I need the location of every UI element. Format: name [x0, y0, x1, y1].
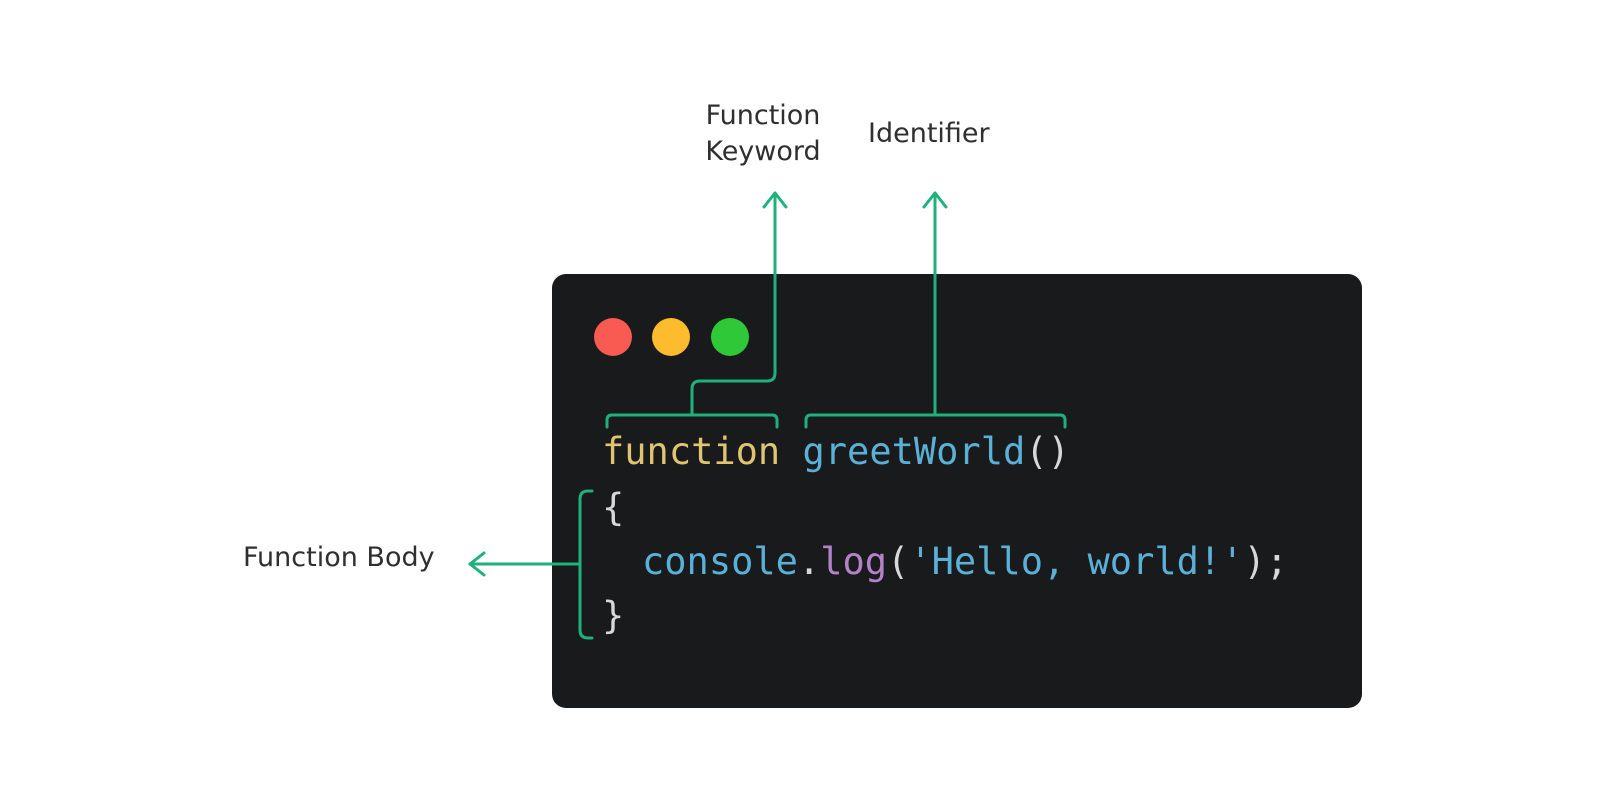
identifier-arrow-head-icon: [922, 191, 948, 209]
code-function-keyword: function: [602, 430, 781, 473]
window-minimize-dot: [652, 318, 690, 356]
function-keyword-label-line2: Keyword: [705, 136, 821, 167]
code-function-name: greetWorld: [802, 430, 1026, 473]
window-maximize-dot: [711, 318, 749, 356]
code-log-method: log: [820, 540, 888, 583]
code-line-open-brace: {: [602, 486, 624, 530]
code-line-statement: console.log('Hello, world!');: [642, 540, 1288, 584]
code-params: (): [1025, 430, 1070, 473]
code-editor-window: function greetWorld() { console.log('Hel…: [552, 274, 1362, 708]
function-keyword-label-line1: Function: [705, 100, 821, 131]
body-arrow-head-icon: [468, 551, 486, 577]
identifier-label: Identifier: [868, 118, 990, 149]
code-paren-open: (: [887, 540, 910, 583]
code-line-close-brace: }: [602, 594, 624, 638]
keyword-arrow-head-icon: [762, 191, 788, 209]
code-paren-close: ): [1243, 540, 1266, 583]
code-string-literal: 'Hello, world!': [909, 540, 1244, 583]
code-dot: .: [797, 540, 821, 583]
code-open-brace: {: [602, 486, 625, 529]
function-keyword-label: Function Keyword: [686, 98, 840, 170]
code-console-object: console: [642, 540, 798, 583]
code-close-brace: }: [602, 594, 625, 637]
window-close-dot: [594, 318, 632, 356]
code-line-declaration: function greetWorld(): [602, 430, 1070, 474]
function-body-label: Function Body: [243, 542, 435, 573]
code-semicolon: ;: [1265, 540, 1289, 583]
